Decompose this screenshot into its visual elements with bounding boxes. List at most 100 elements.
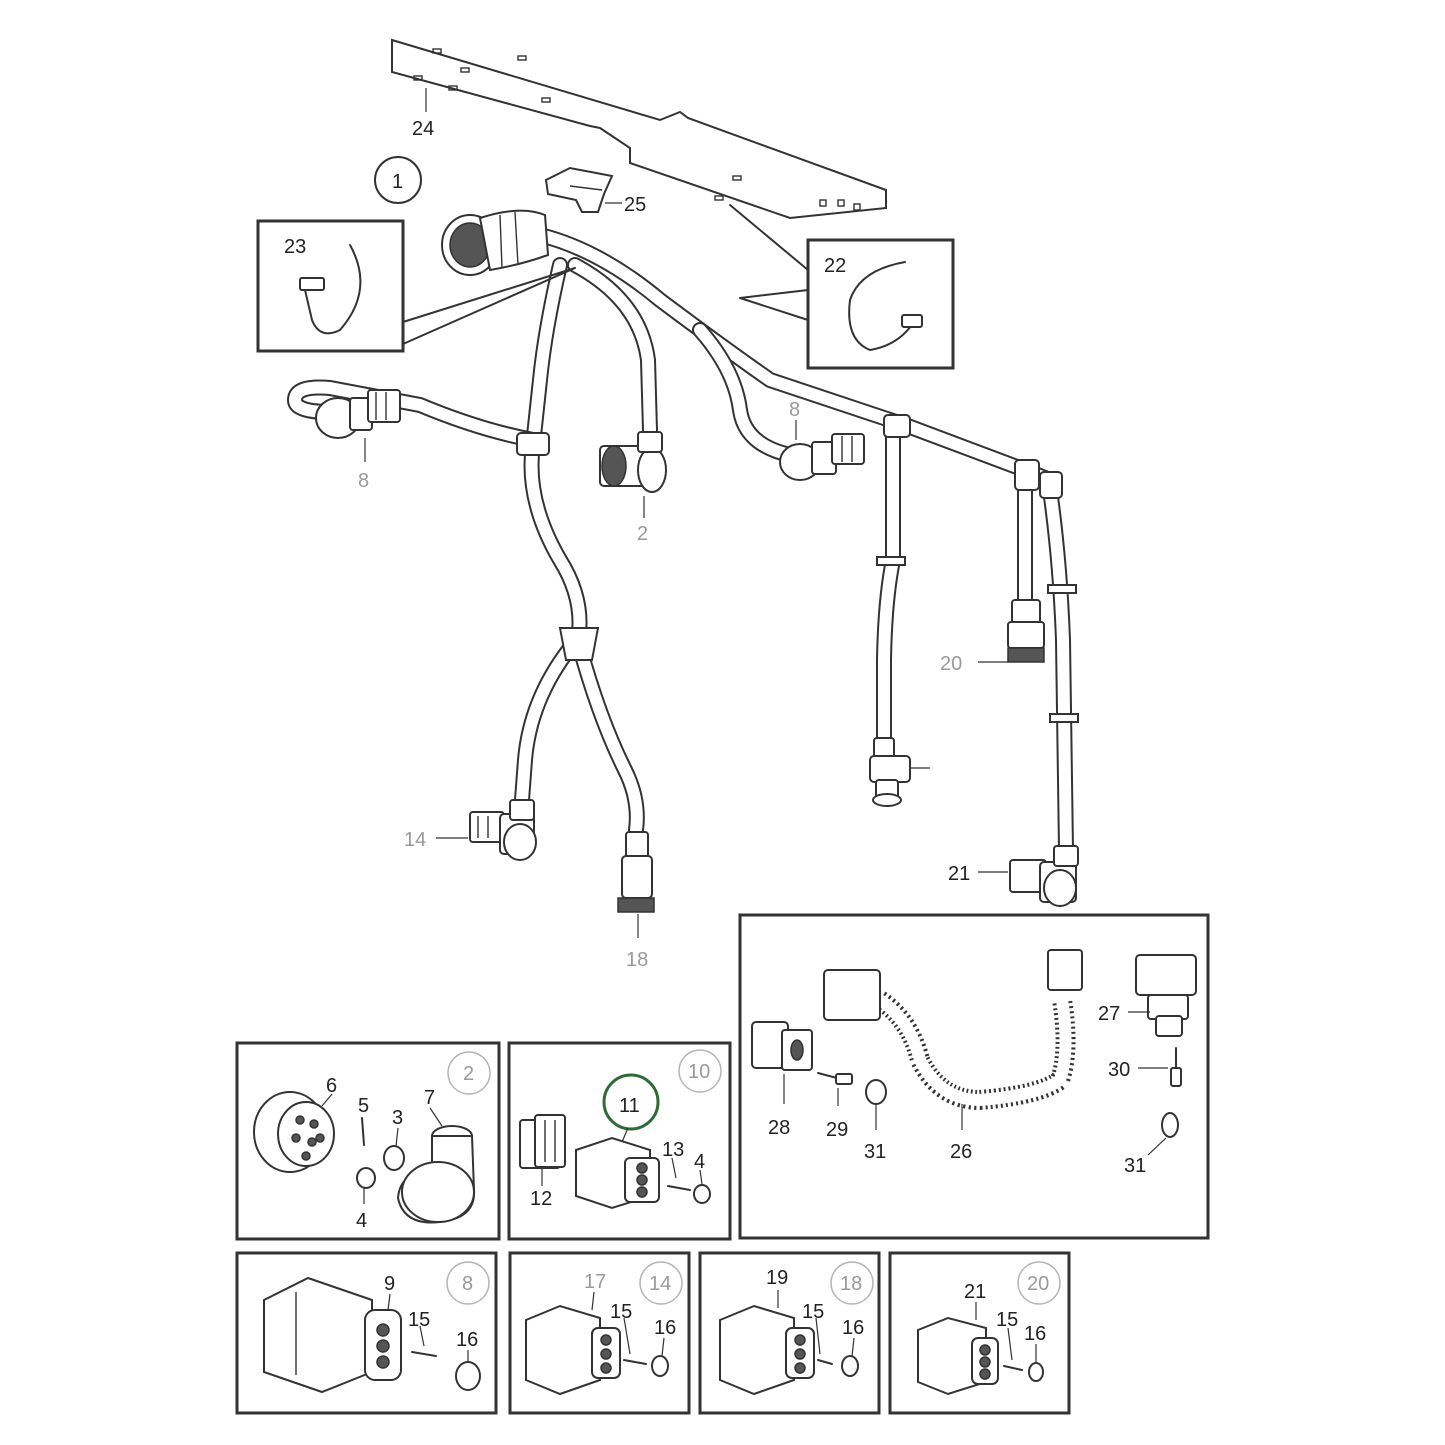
connector-8-right (779, 433, 865, 481)
inset-8 (235, 1251, 498, 1415)
connector-18 (617, 831, 655, 913)
callout-9: 9 (384, 1273, 395, 1295)
inset-14-badge (639, 1261, 683, 1305)
inset-10-number: 10 (688, 1061, 710, 1083)
cable-tie-head (299, 277, 325, 291)
callout-5: 5 (358, 1095, 369, 1117)
connector-14 (469, 799, 537, 861)
connector-17 (525, 1304, 621, 1396)
plug-16 (1028, 1362, 1044, 1382)
callout-21: 21 (948, 863, 970, 885)
junction-sleeve (883, 414, 911, 438)
inset-2-number: 2 (463, 1063, 474, 1085)
cable-clip (1047, 584, 1077, 594)
connector-2 (599, 431, 667, 493)
connector-9 (263, 1276, 402, 1394)
connector-28 (751, 1021, 813, 1071)
highlight-ring (602, 1073, 660, 1131)
callout-12: 12 (530, 1188, 552, 1210)
plug-16 (841, 1355, 859, 1377)
plug-31 (865, 1079, 887, 1105)
callout-20: 20 (940, 653, 962, 675)
cover-plate (391, 38, 887, 220)
connector-8-left (315, 389, 401, 439)
callout-19: 19 (766, 1267, 788, 1289)
junction-sleeve (1039, 471, 1063, 499)
callout-15b: 15 (610, 1301, 632, 1323)
cable-clip (876, 556, 906, 566)
junction-sleeve (516, 432, 550, 456)
inset-20-number: 20 (1027, 1273, 1049, 1295)
inset-10-badge (678, 1049, 722, 1093)
connector-21 (1009, 845, 1079, 907)
callout-15: 15 (408, 1309, 430, 1331)
callout-3: 3 (392, 1107, 403, 1129)
callout-14: 14 (404, 829, 426, 851)
leader-22 (729, 204, 809, 271)
inset-10 (507, 1041, 732, 1241)
callout-13: 13 (662, 1139, 684, 1161)
plug-4 (693, 1184, 711, 1204)
connector-11 (575, 1136, 660, 1210)
inset-14-number: 14 (649, 1273, 671, 1295)
cable-tie-head (901, 314, 923, 328)
callout-22: 22 (824, 255, 846, 277)
connector-19 (719, 1304, 815, 1396)
pin-15 (817, 1359, 833, 1365)
connector-27 (1135, 954, 1197, 1037)
callout-16c: 16 (842, 1317, 864, 1339)
inset-23 (256, 219, 405, 353)
y-junction-sleeve (558, 627, 600, 661)
callout-11: 11 (619, 1095, 640, 1117)
callout-27: 27 (1098, 1003, 1120, 1025)
pin-15 (623, 1359, 647, 1365)
cable-tie-23 (304, 244, 362, 335)
callout-16b: 16 (654, 1317, 676, 1339)
callout-31-right: 31 (1124, 1155, 1146, 1177)
cable-clip (1049, 713, 1079, 723)
cable-tie-22 (848, 261, 916, 351)
callout-16d: 16 (1024, 1323, 1046, 1345)
pin-29 (817, 1072, 853, 1085)
bracket-clip (544, 166, 614, 213)
plug-31-right (1161, 1112, 1179, 1138)
callout-23: 23 (284, 236, 306, 258)
callout-4b: 4 (694, 1151, 705, 1173)
callout-7: 7 (424, 1087, 435, 1109)
conduit-end-connector (1047, 949, 1083, 991)
main-harness-connector (441, 209, 550, 276)
inset-14 (508, 1251, 691, 1415)
junction-sleeve (1014, 459, 1040, 491)
plug-3 (383, 1145, 405, 1171)
inset-26-31 (738, 913, 1210, 1240)
callout-circle-1 (374, 156, 422, 204)
pin-15 (411, 1351, 437, 1357)
callout-31: 31 (864, 1141, 886, 1163)
callout-15c: 15 (802, 1301, 824, 1323)
sensor-connector (869, 737, 911, 807)
inset-20 (888, 1251, 1071, 1415)
inset-20-badge (1017, 1261, 1061, 1305)
callout-2: 2 (637, 523, 648, 545)
callout-8-right: 8 (789, 399, 800, 421)
callout-15d: 15 (996, 1309, 1018, 1331)
harness-cables (287, 227, 1074, 858)
callout-25: 25 (624, 194, 646, 216)
plug-16 (651, 1355, 669, 1377)
callout-16: 16 (456, 1329, 478, 1351)
pin-5 (361, 1117, 365, 1146)
pin-15 (1003, 1365, 1023, 1371)
callout-18: 18 (626, 949, 648, 971)
connector-21-detail (917, 1316, 999, 1396)
inset-22 (806, 238, 955, 370)
callout-1: 1 (392, 171, 403, 193)
inset-8-number: 8 (462, 1273, 473, 1295)
callout-30: 30 (1108, 1059, 1130, 1081)
inset-18-badge (830, 1261, 874, 1305)
callout-24: 24 (412, 118, 434, 140)
round-connector-6 (253, 1091, 335, 1173)
callout-26: 26 (950, 1141, 972, 1163)
inset-18-number: 18 (840, 1273, 862, 1295)
inset-18 (698, 1251, 881, 1415)
